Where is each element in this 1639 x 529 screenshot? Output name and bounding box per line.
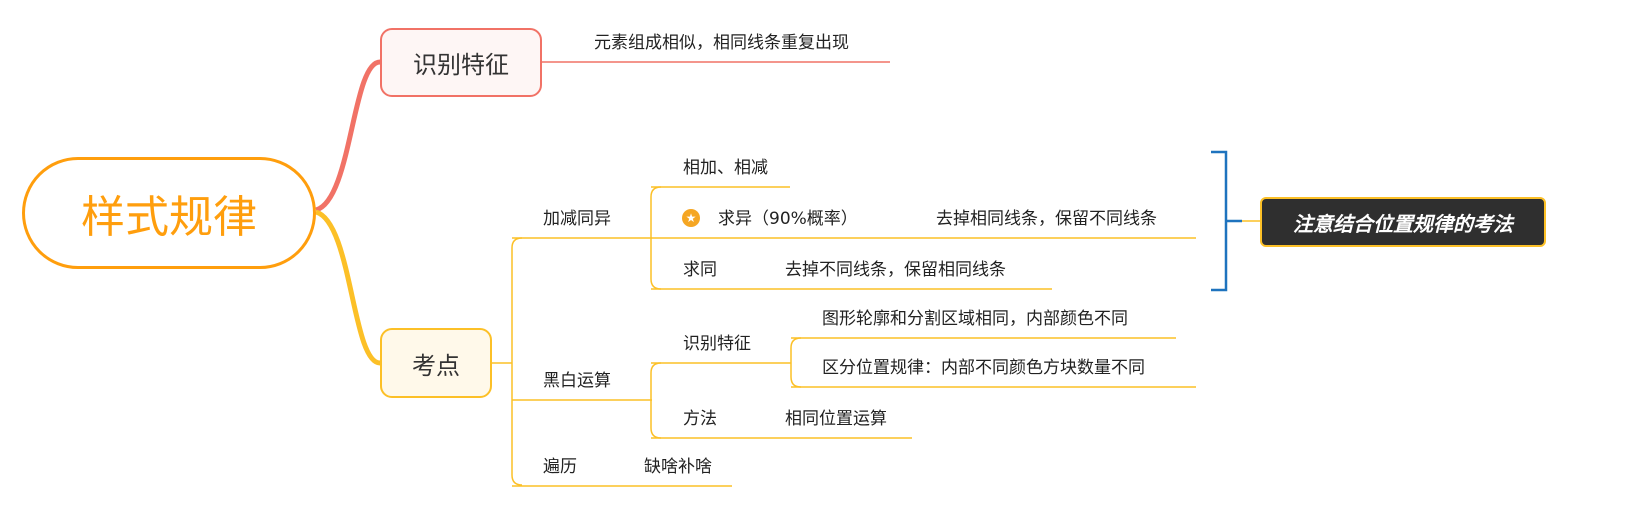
connector-black-white-spine <box>650 362 662 439</box>
identify-detail[interactable]: 元素组成相似，相同线条重复出现 <box>594 33 849 53</box>
seek-diff-detail[interactable]: 去掉相同线条，保留不同线条 <box>936 209 1157 229</box>
traverse-detail[interactable]: 缺啥补啥 <box>644 457 712 477</box>
topic-identify-features[interactable]: 识别特征 <box>380 28 542 97</box>
star-icon: ★ <box>682 209 700 227</box>
method-detail[interactable]: 相同位置运算 <box>785 409 887 429</box>
bw-identify-detail-1[interactable]: 图形轮廓和分割区域相同，内部颜色不同 <box>822 309 1128 329</box>
connector-root-identify <box>314 59 381 213</box>
callout-label: 注意结合位置规律的考法 <box>1293 211 1513 236</box>
subtopic-bw-identify[interactable]: 识别特征 <box>683 334 751 354</box>
topic-points-label: 考点 <box>412 351 460 380</box>
subtopic-add-sub[interactable]: 加减同异 <box>543 209 611 229</box>
root-node[interactable]: 样式规律 <box>22 157 316 269</box>
connector-points-spine <box>492 237 523 486</box>
seek-same-detail[interactable]: 去掉不同线条，保留相同线条 <box>785 260 1006 280</box>
subtopic-traverse[interactable]: 遍历 <box>543 457 577 477</box>
connector-bw-identify-spine <box>790 337 802 388</box>
subtopic-black-white[interactable]: 黑白运算 <box>543 371 611 391</box>
summary-callout[interactable]: 注意结合位置规律的考法 <box>1260 197 1546 247</box>
topic-identify-label: 识别特征 <box>413 51 509 79</box>
connector-root-points <box>314 209 381 366</box>
topic-exam-points[interactable]: 考点 <box>380 328 492 398</box>
subtopic-seek-same[interactable]: 求同 <box>683 260 717 280</box>
subtopic-plus-minus[interactable]: 相加、相减 <box>683 158 768 178</box>
subtopic-seek-diff[interactable]: 求异（90%概率） <box>718 209 858 229</box>
subtopic-method[interactable]: 方法 <box>683 409 717 429</box>
root-label: 样式规律 <box>81 192 257 243</box>
bw-identify-detail-2[interactable]: 区分位置规律：内部不同颜色方块数量不同 <box>822 358 1145 378</box>
summary-bracket <box>1211 150 1242 292</box>
